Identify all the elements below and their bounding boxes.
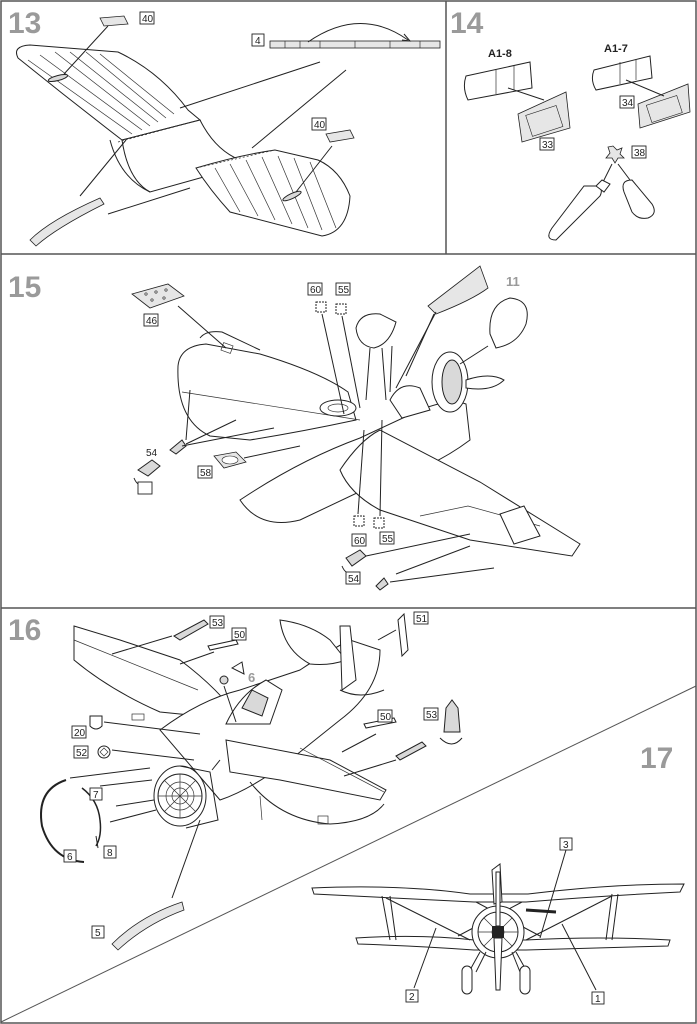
etched-frame-34 [637,83,691,129]
wing-ribs-left [27,51,175,135]
upper-wing-left [16,44,202,141]
part-6-ring-top [219,675,229,685]
part-51-tailwheel-leg [397,612,409,658]
part-52-ring [97,745,111,759]
part-60-bottom-label: 60 [354,536,366,547]
part-53-fitting-top [173,619,209,641]
propeller [465,375,505,390]
etched-panel-46 [131,283,185,309]
gas-cylinder-small [622,179,655,219]
upper-wing [177,343,357,441]
lower-wing-16 [225,739,387,801]
part-34-label: 34 [622,98,634,109]
part-20-label: 20 [74,728,86,739]
etched-plate-40-top [99,15,129,27]
part-50-right-label: 50 [380,712,392,723]
step-16: 16 53 50 [8,611,463,951]
leading-edge-strip [29,197,105,247]
part-50-top-label: 50 [234,630,246,641]
seat-back [355,313,397,349]
wheel-left [461,965,473,995]
part-46-label: 46 [146,316,158,327]
step-15-number: 15 [8,271,41,304]
part-38-label: 38 [634,148,646,159]
part-55-top-label: 55 [338,285,350,296]
engine-cylinders [158,774,202,818]
part-52-label: 52 [76,748,88,759]
step-13: 13 40 40 [8,7,441,247]
part-51-label: 51 [416,614,428,625]
part-5-label: 5 [95,928,101,939]
part-5-leading-edge [111,901,185,951]
part-40-top-label: 40 [142,14,154,25]
part-54-label: 54 [146,448,158,459]
step-14: 14 A1-8 A1-7 33 34 38 [450,7,691,241]
part-54-bottom-label: 54 [348,574,360,585]
part-6-top-label: 6 [248,670,255,685]
etched-headrest [427,265,489,315]
part-3-label: 3 [563,840,569,851]
upper-wing-front [311,883,685,903]
part-53-bracket [443,699,461,733]
part-58-label: 58 [200,468,212,479]
step-13-number: 13 [8,7,41,40]
part-55-bottom-label: 55 [382,534,394,545]
part-33-label: 33 [542,140,554,151]
windscreen-11 [489,297,528,349]
step-14-number: 14 [450,7,484,40]
armor-plate-a1-7 [591,55,653,91]
part-53-top-label: 53 [212,618,224,629]
wheel-right [519,965,531,995]
part-8-label: 8 [107,848,113,859]
tail-fin [339,625,357,691]
step-17-number: 17 [640,742,673,775]
part-60-top-label: 60 [310,285,322,296]
part-4-label: 4 [255,36,261,47]
part-20-plate [89,715,103,730]
step-16-number: 16 [8,614,41,647]
etched-frame-33 [517,91,571,143]
variant-a1-7-label: A1-7 [604,43,628,55]
etched-star-38 [605,145,625,164]
part-40-right-label: 40 [314,120,326,131]
wing-ribs-right [214,155,337,231]
etched-plate-40-right [325,129,355,143]
part-11-label: 11 [506,274,520,289]
part-1-label: 1 [595,994,601,1005]
part-7-label: 7 [93,790,99,801]
part-53-fitting-right [395,741,427,761]
step-17: 17 3 [311,742,685,1005]
part-50-strut-top [207,639,239,651]
step-15: 15 46 60 55 [8,265,581,591]
variant-a1-8-label: A1-8 [488,48,512,60]
strut-fitting-54-left [169,439,187,455]
part-2-label: 2 [409,992,415,1003]
part-6-ring-label: 6 [67,852,73,863]
propeller-front [493,937,503,991]
part-53-bracket-label: 53 [426,710,438,721]
